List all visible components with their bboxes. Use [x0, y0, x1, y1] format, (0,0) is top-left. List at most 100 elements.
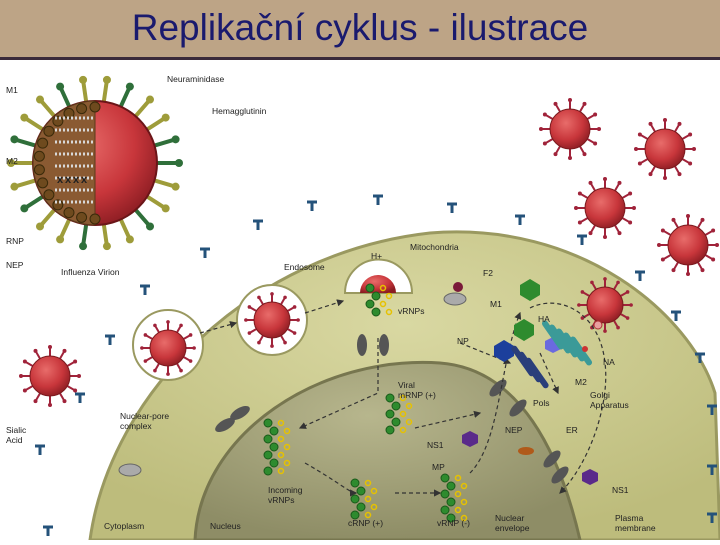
virus-spike-tip: [663, 176, 667, 180]
rnp-bead: [446, 481, 456, 491]
m1-layer: [37, 177, 49, 189]
label-line: HA: [538, 314, 550, 324]
virus-spike-tip: [677, 172, 682, 177]
virion-spike-head: [10, 182, 19, 191]
label-line: Mitochondria: [410, 242, 459, 252]
virion-spike-head: [56, 82, 65, 91]
virus-spike-tip: [660, 228, 665, 233]
virus-spike-tip: [629, 303, 633, 307]
m1-layer: [37, 137, 49, 149]
virus-spike-tip: [700, 268, 705, 273]
virus-spike-tip: [603, 329, 607, 333]
label-line: NA: [603, 357, 615, 367]
sialic-acid-receptor: [447, 202, 457, 213]
rna-loop: [460, 514, 468, 522]
virus-spike-tip: [593, 112, 598, 117]
rnp-bead: [350, 494, 360, 504]
sialic-acid-receptor: [707, 464, 717, 475]
virus-spike-tip: [580, 316, 585, 320]
virus-spike-tip: [588, 180, 593, 185]
virus-spike-tip: [625, 316, 630, 320]
m1-layer: [33, 164, 45, 176]
m1-layer: [52, 199, 64, 211]
virion-spike-head: [146, 222, 155, 231]
label-line: M2: [575, 377, 587, 387]
virus-spike-tip: [603, 277, 607, 281]
label-m2: M2: [6, 156, 18, 166]
virus-spike-tip: [711, 257, 716, 262]
virus-particle: [657, 214, 719, 276]
virion-cutaway: [32, 100, 96, 226]
virus-spike-tip: [625, 290, 630, 294]
rnp-marker: x: [73, 174, 80, 186]
label-line: Cytoplasm: [104, 521, 144, 531]
rnp-bead: [356, 502, 366, 512]
rna-loop: [364, 511, 372, 519]
virion-spike-head: [56, 235, 65, 244]
rna-loop: [385, 292, 393, 300]
label-ns1-nuc: NS1: [427, 440, 444, 450]
virus-spike-tip: [22, 359, 27, 364]
virus-spike-tip: [663, 118, 667, 122]
rnp-bead: [446, 497, 456, 507]
virus-spike-tip: [677, 121, 682, 126]
virus-particle: [574, 177, 636, 239]
virus-spike-tip: [143, 359, 148, 363]
virus-spike-tip: [648, 121, 653, 126]
rna-loop: [364, 479, 372, 487]
m1-layer: [43, 125, 55, 137]
virus-spike-tip: [179, 323, 183, 328]
label-pols: Pols: [533, 398, 550, 408]
virus-particle: [539, 98, 601, 160]
m1-layer: [33, 150, 45, 162]
na-protein: [593, 320, 603, 330]
virus-spike-tip: [283, 340, 287, 345]
label-rnp: RNP: [6, 236, 24, 246]
sialic-acid-receptor: [140, 284, 150, 295]
label-line: Plasma: [615, 513, 644, 523]
label-h-plus: H+: [371, 251, 382, 261]
label-mitochondria: Mitochondria: [410, 242, 459, 252]
virus-spike-tip: [715, 243, 719, 247]
m1-layer: [89, 213, 101, 225]
virion-spike-head: [35, 95, 44, 104]
rnp-bead: [263, 434, 273, 444]
virus-spike-tip: [637, 161, 642, 166]
virion-spike-head: [20, 204, 29, 213]
label-endosome: Endosome: [284, 262, 325, 272]
m1-layer: [76, 103, 88, 115]
label-line: Golgi: [590, 390, 610, 400]
label-nep: NEP: [6, 260, 24, 270]
incoming-vrnps: [263, 418, 291, 476]
virion-spike-head: [125, 235, 134, 244]
rnp-bead: [371, 307, 381, 317]
label-line: complex: [120, 421, 152, 431]
label-hemagglutinin: Hemagglutinin: [212, 106, 267, 116]
rnp-bead: [263, 418, 273, 428]
label-line: Nucleus: [210, 521, 241, 531]
virus-spike-tip: [628, 220, 633, 225]
golgi-cisterna: [562, 332, 586, 362]
pathway-arrow: [539, 352, 559, 395]
virus-body: [644, 128, 686, 170]
virus-spike-tip: [48, 403, 52, 407]
label-line: M2: [6, 156, 18, 166]
virus-spike-tip: [542, 141, 547, 146]
nuclear-pore: [379, 334, 389, 356]
rnp-bead: [263, 466, 273, 476]
viral-mrnp: [385, 393, 413, 435]
virus-spike-tip: [140, 346, 144, 350]
sialic-acid-receptor: [307, 200, 317, 211]
label-line: Pols: [533, 398, 550, 408]
virus-spike-tip: [593, 141, 598, 146]
virus-spike-tip: [77, 374, 81, 378]
label-line: F2: [483, 268, 493, 278]
label-line: Viral: [398, 380, 415, 390]
rna-loop: [283, 443, 291, 451]
m1-protein: [520, 279, 540, 301]
virus-spike-tip: [577, 191, 582, 196]
label-line: cRNP (+): [348, 518, 383, 528]
virus-spike-tip: [688, 161, 693, 166]
rnp-bead: [385, 409, 395, 419]
